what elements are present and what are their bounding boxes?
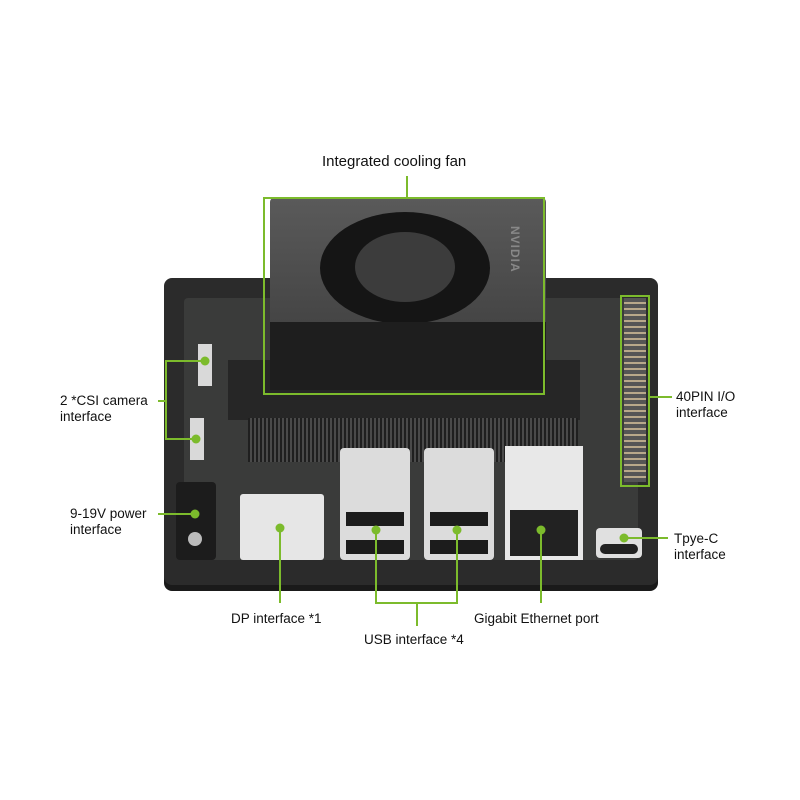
callout-line [165, 438, 197, 440]
callout-dot [191, 434, 201, 444]
callout-box-fan [263, 197, 545, 395]
nvidia-logo: NVIDIA [508, 226, 522, 273]
callout-line [158, 513, 194, 515]
usb-c-port [600, 544, 638, 554]
usb-port [430, 540, 488, 554]
callout-line [650, 396, 672, 398]
callout-line [416, 602, 418, 626]
callout-line [165, 360, 205, 362]
callout-line [375, 530, 377, 604]
label-power-line2: interface [70, 522, 122, 537]
dc-jack-hole [188, 532, 202, 546]
callout-dot [190, 509, 200, 519]
callout-line [279, 528, 281, 603]
fan-hub [355, 232, 455, 302]
label-usb: USB interface *4 [364, 632, 464, 647]
callout-line [406, 176, 408, 198]
gpio-header [624, 298, 646, 482]
callout-line [456, 530, 458, 604]
callout-box-gpio [620, 295, 650, 487]
usb-port [346, 512, 404, 526]
label-gpio-line1: 40PIN I/O [676, 389, 736, 404]
label-typec-line2: interface [674, 547, 726, 562]
callout-line [165, 360, 167, 440]
fan-heatsink-front [270, 322, 546, 390]
label-dp: DP interface *1 [231, 611, 322, 626]
callout-line [540, 530, 542, 603]
callout-line [158, 400, 166, 402]
usb-port [430, 512, 488, 526]
label-csi-line1: 2 *CSI camera [60, 393, 148, 408]
label-cooling-fan: Integrated cooling fan [322, 153, 467, 170]
label-ethernet: Gigabit Ethernet port [474, 611, 599, 626]
label-typec-line1: Tpye-C [674, 531, 719, 546]
callout-line [624, 537, 668, 539]
dc-power-jack [176, 482, 216, 560]
label-csi-line2: interface [60, 409, 112, 424]
label-power-line1: 9-19V power [70, 506, 147, 521]
callout-dot [200, 356, 210, 366]
label-gpio-line2: interface [676, 405, 728, 420]
